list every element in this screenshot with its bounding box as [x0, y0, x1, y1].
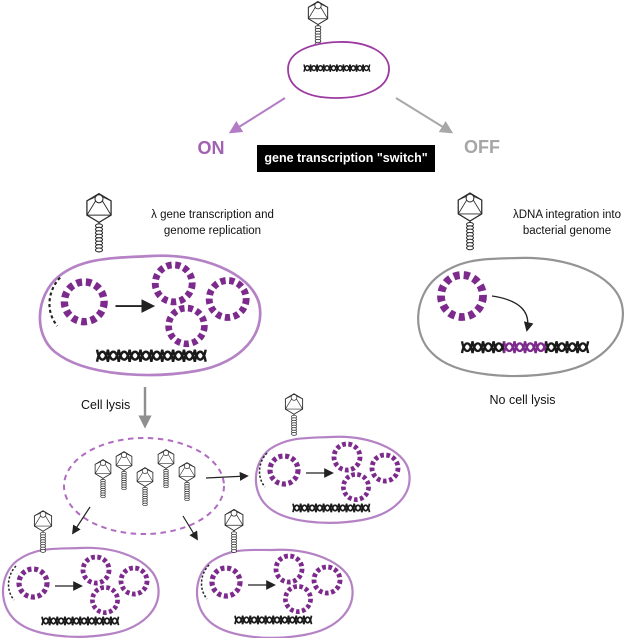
progeny-bottom-middle-phage-icon [224, 508, 244, 553]
progeny-cell-bottom-left [1, 546, 160, 638]
gene-transcription-switch-label: gene transcription "switch" [257, 145, 435, 172]
lytic-cell [38, 254, 262, 377]
on-label: ON [197, 138, 225, 158]
integration-arrow [491, 295, 534, 332]
top-phage-icon [307, 0, 329, 49]
progeny-right-phage-icon [284, 393, 304, 436]
lytic-phage-icon [86, 192, 112, 253]
cell-lysis-label: Cell lysis [81, 398, 131, 412]
lysogenic-caption: λDNA integration into bacterial genome [512, 209, 622, 238]
progeny-cell-right [254, 435, 411, 524]
off-branch-arrow [395, 97, 454, 134]
top-host-cell [287, 41, 390, 99]
progeny-cell-bottom-middle [195, 548, 354, 638]
lysogenic-cell [417, 256, 625, 378]
reinfection-arrow-down [182, 515, 198, 541]
no-cell-lysis-label: No cell lysis [489, 393, 556, 407]
lytic-caption: λ gene transcription and genome replicat… [151, 209, 274, 238]
progeny-bottom-left-phage-icon [33, 510, 53, 553]
off-label: OFF [464, 137, 500, 157]
reinfection-arrow-left [72, 506, 91, 535]
on-branch-arrow [228, 97, 286, 134]
lysogenic-cell-membrane [417, 256, 625, 378]
lysogenic-phage-icon [457, 192, 483, 251]
reinfection-arrow-right [205, 471, 249, 481]
lysed-cell [63, 437, 225, 535]
